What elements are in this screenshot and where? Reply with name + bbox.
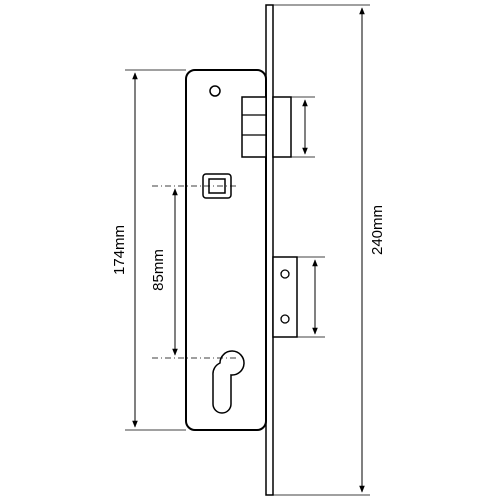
deadbolt: [241, 96, 292, 158]
dimension-174-label: 174mm: [111, 225, 128, 275]
fixing-hole-top: [209, 85, 221, 97]
latch-bolt: [272, 256, 298, 338]
euro-cylinder-cutout: [212, 350, 245, 414]
latch-height-dimension: [297, 256, 325, 338]
deadbolt-projection-dimension: [291, 96, 315, 158]
dimension-240: [273, 4, 370, 496]
dimension-85-label: 85mm: [150, 249, 167, 291]
dimension-240-label: 240mm: [369, 205, 386, 255]
lock-case: [185, 69, 267, 431]
dimension-174: [125, 69, 186, 431]
forend-plate: [265, 4, 274, 496]
